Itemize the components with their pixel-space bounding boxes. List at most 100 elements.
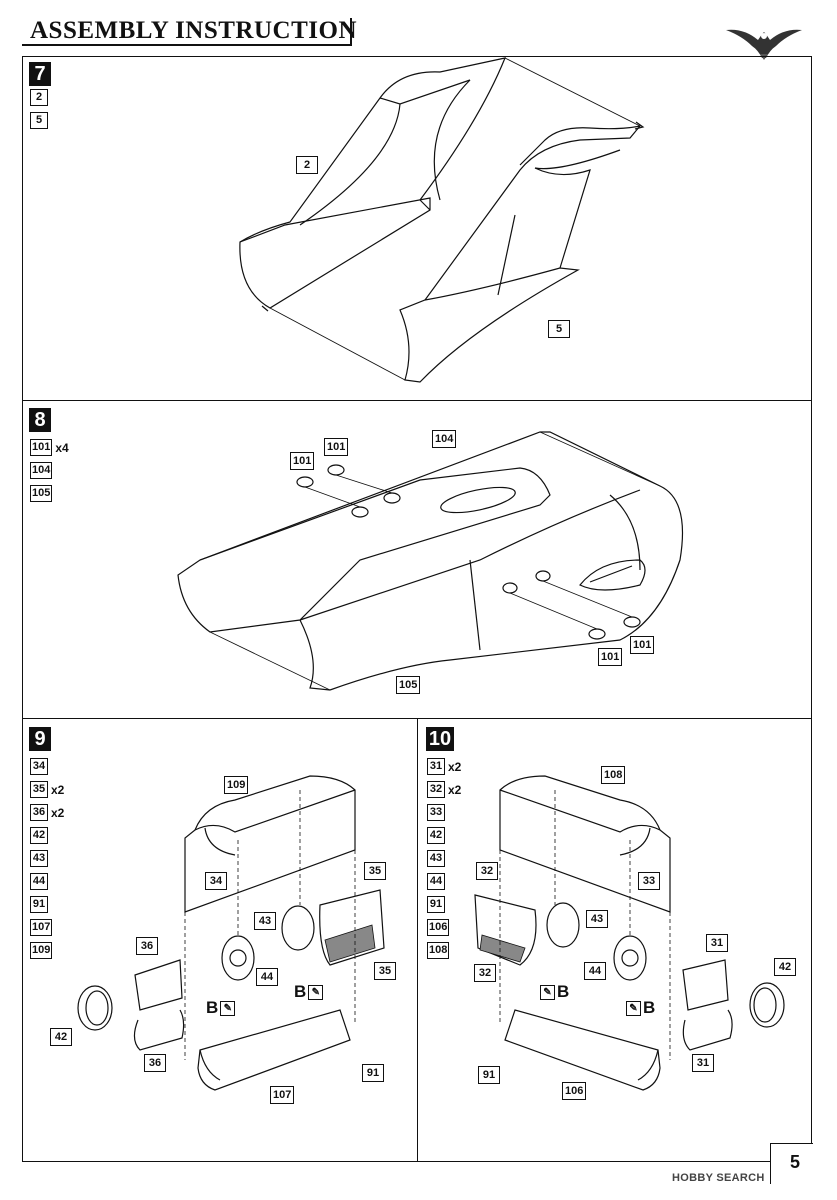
parts-list-item: 43 <box>30 847 64 870</box>
part-callout: 35 <box>374 962 396 980</box>
part-callout: 32 <box>474 964 496 982</box>
step-7-parts-list: 2 5 <box>30 86 51 132</box>
parts-list-item: 109 <box>30 939 64 962</box>
color-code: B <box>643 998 656 1017</box>
part-callout: 35 <box>364 862 386 880</box>
part-number: 109 <box>30 942 53 959</box>
color-mark: ✎ B <box>540 982 569 1002</box>
part-callout: 36 <box>144 1054 166 1072</box>
part-number: 104 <box>30 462 53 479</box>
step-8-fuselage-assembly <box>177 431 683 691</box>
parts-list-item: 91 <box>427 893 461 916</box>
part-callout: 42 <box>50 1028 72 1046</box>
page-number: 5 <box>790 1152 801 1172</box>
part-callout: 43 <box>254 912 276 930</box>
page-number-box <box>770 1143 813 1184</box>
part-number: 44 <box>427 873 445 890</box>
part-number: 43 <box>427 850 445 867</box>
step-7-number: 7 <box>29 62 51 86</box>
color-mark: B ✎ <box>206 998 236 1018</box>
step-divider-vertical <box>417 718 418 1162</box>
part-quantity: x2 <box>51 782 65 797</box>
color-code: B <box>294 982 307 1001</box>
part-callout: 91 <box>362 1064 384 1082</box>
step-8-number: 8 <box>29 408 51 432</box>
part-callout: 91 <box>478 1066 500 1084</box>
eagle-logo-icon <box>726 29 802 60</box>
part-callout: 42 <box>774 958 796 976</box>
part-callout: 33 <box>638 872 660 890</box>
part-number: 107 <box>30 919 53 936</box>
part-callout: 44 <box>584 962 606 980</box>
parts-list-item: 42 <box>427 824 461 847</box>
part-callout: 106 <box>562 1082 587 1100</box>
part-number: 105 <box>30 485 53 502</box>
part-callout: 101 <box>630 636 655 654</box>
part-callout: 5 <box>548 320 570 338</box>
paintbrush-icon: ✎ <box>308 984 324 1000</box>
part-callout: 107 <box>270 1086 295 1104</box>
part-number: 2 <box>30 89 48 106</box>
part-callout: 109 <box>224 776 249 794</box>
page-title: ASSEMBLY INSTRUCTION <box>30 17 357 44</box>
part-number: 43 <box>30 850 48 867</box>
part-number: 91 <box>30 896 48 913</box>
part-number: 42 <box>30 827 48 844</box>
part-number: 42 <box>427 827 445 844</box>
part-number: 36 <box>30 804 48 821</box>
step-divider <box>22 400 812 401</box>
part-number: 106 <box>427 919 450 936</box>
parts-list-item: 44 <box>427 870 461 893</box>
parts-list-item: 107 <box>30 916 64 939</box>
parts-list-item: 108 <box>427 939 461 962</box>
part-number: 44 <box>30 873 48 890</box>
color-code: B <box>557 982 570 1001</box>
part-callout: 2 <box>296 156 318 174</box>
part-quantity: x2 <box>448 759 462 774</box>
part-callout: 104 <box>432 430 457 448</box>
part-quantity: x2 <box>51 805 65 820</box>
part-callout: 44 <box>256 968 278 986</box>
part-callout: 101 <box>598 648 623 666</box>
part-quantity: x2 <box>448 782 462 797</box>
step-10-number: 10 <box>426 727 454 751</box>
paintbrush-icon: ✎ <box>220 1000 236 1016</box>
part-callout: 34 <box>205 872 227 890</box>
parts-list-item: 106 <box>427 916 461 939</box>
part-number: 35 <box>30 781 48 798</box>
part-quantity: x4 <box>55 440 69 455</box>
part-number: 108 <box>427 942 450 959</box>
color-mark: B ✎ <box>294 982 324 1002</box>
part-callout: 101 <box>324 438 349 456</box>
parts-list-item: 105 <box>30 482 69 505</box>
parts-list-item: 44 <box>30 870 64 893</box>
part-number: 32 <box>427 781 445 798</box>
step-7-fuselage-halves <box>239 57 645 383</box>
part-callout: 31 <box>692 1054 714 1072</box>
part-number: 31 <box>427 758 445 775</box>
color-code: B <box>206 998 219 1017</box>
step-9-intake-assembly <box>77 775 385 1091</box>
paintbrush-icon: ✎ <box>540 984 555 1000</box>
part-number: 91 <box>427 896 445 913</box>
part-callout: 105 <box>396 676 421 694</box>
part-number: 101 <box>30 439 53 456</box>
paintbrush-icon: ✎ <box>626 1000 641 1016</box>
parts-list-item: 43 <box>427 847 461 870</box>
part-callout: 32 <box>476 862 498 880</box>
step-9-number: 9 <box>29 727 51 751</box>
part-callout: 108 <box>601 766 626 784</box>
part-number: 33 <box>427 804 445 821</box>
step-10-intake-assembly <box>474 775 785 1091</box>
parts-list-item: 91 <box>30 893 64 916</box>
part-number: 34 <box>30 758 48 775</box>
parts-list-item: 42 <box>30 824 64 847</box>
parts-list-item: 104 <box>30 459 69 482</box>
